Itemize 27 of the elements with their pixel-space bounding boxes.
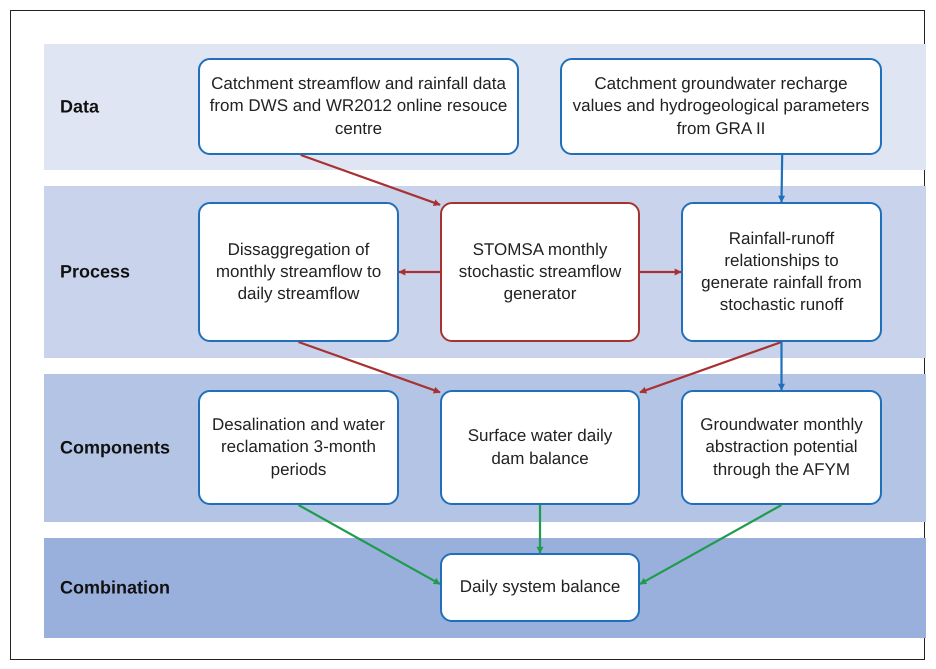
process-box: Groundwater monthly abstraction potential through the AFYM — [681, 390, 882, 505]
band — [44, 538, 926, 638]
band-title: Components — [60, 438, 170, 458]
band — [44, 374, 926, 522]
band-title: Data — [60, 96, 100, 118]
arrow — [639, 504, 782, 586]
process-box: Catchment streamflow and rainfall data from DWS and WR2012 online resouce centre — [198, 58, 519, 155]
arrow — [778, 342, 785, 391]
band-title: Process — [60, 262, 130, 282]
arrow — [298, 504, 441, 586]
band — [44, 44, 926, 170]
process-box: Desalination and water reclamation 3-month periods — [198, 390, 399, 505]
arrow — [778, 154, 786, 203]
arrow — [300, 154, 441, 206]
arrow — [398, 268, 440, 276]
process-box: Surface water daily dam balance — [440, 390, 640, 505]
process-box: Catchment groundwater recharge values and hydrogeological parameters from GRA II — [560, 58, 882, 155]
process-box: Rainfall-runoff relationships to generate rainfall from stochastic runoff — [681, 202, 882, 342]
arrow — [640, 268, 682, 276]
band-title: Combination — [60, 578, 170, 598]
process-box: Daily system balance — [440, 553, 640, 622]
process-box: Dissaggregation of monthly streamflow to daily streamflow — [198, 202, 399, 342]
arrow — [298, 340, 441, 394]
band — [44, 186, 926, 358]
arrow — [639, 340, 782, 394]
process-box: STOMSA monthly stochastic streamflow generator — [440, 202, 640, 342]
arrow — [536, 505, 544, 554]
